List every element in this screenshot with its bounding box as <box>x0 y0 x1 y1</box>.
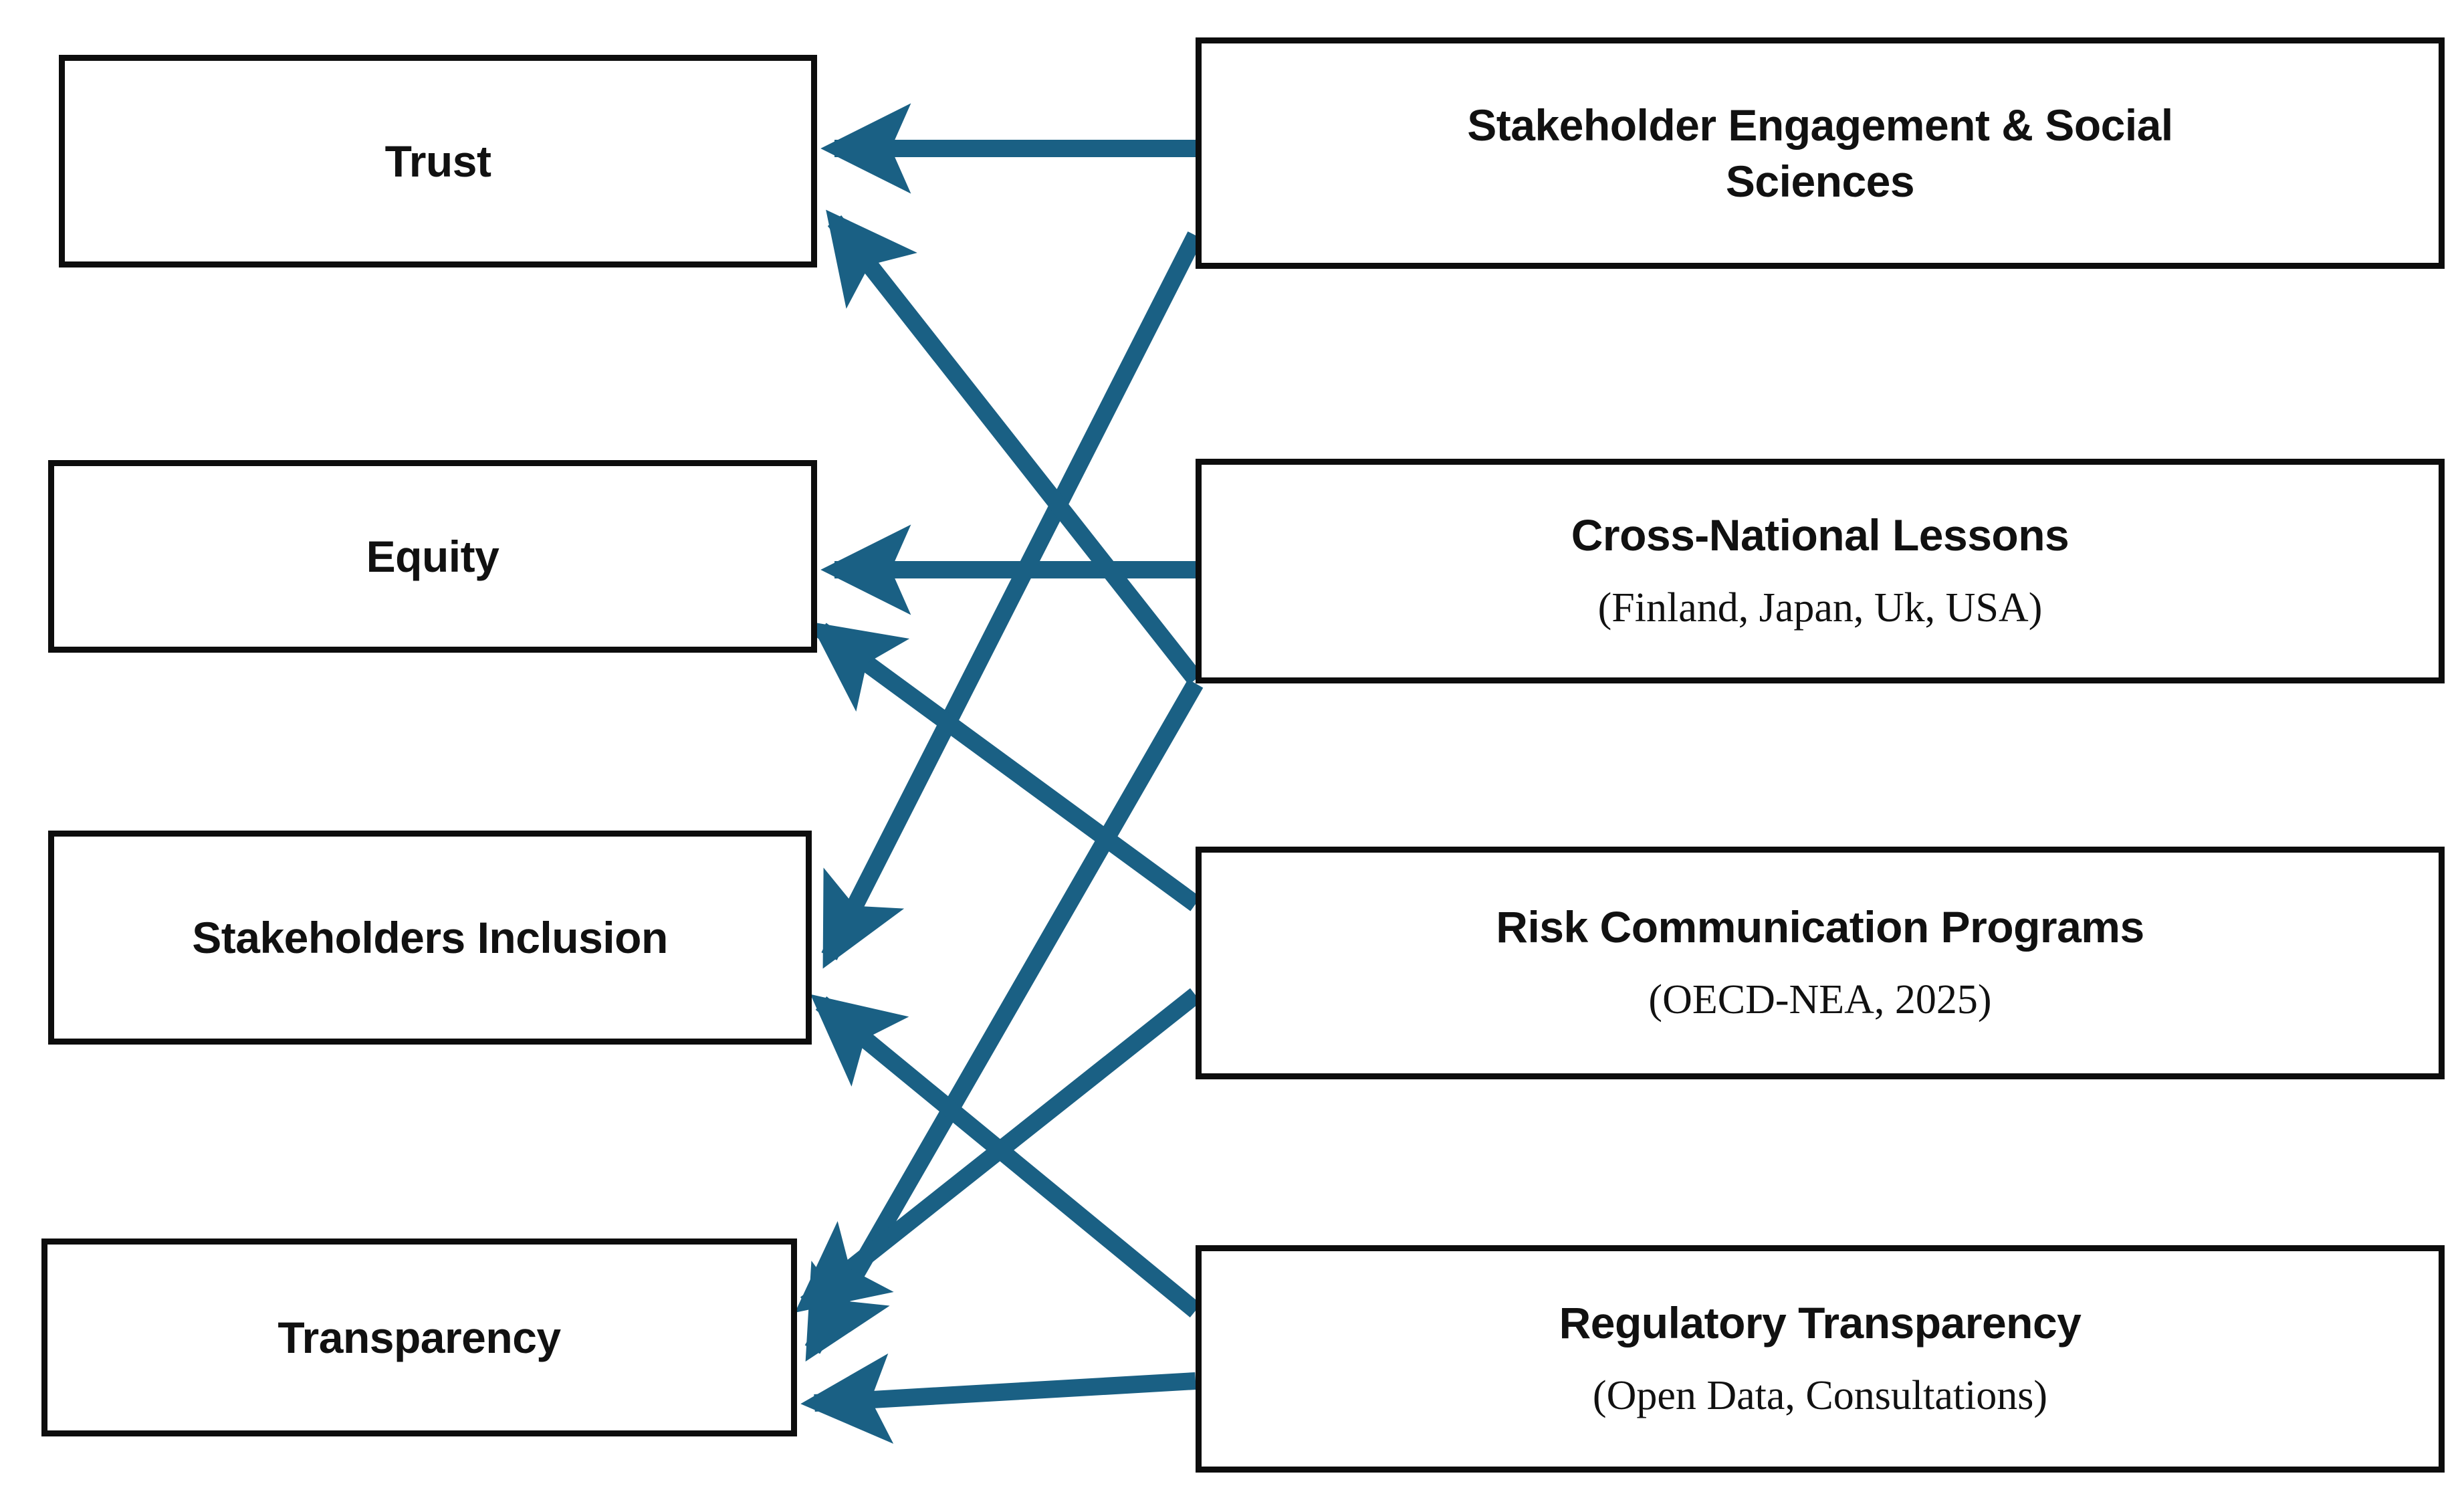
outcome-box-trust[interactable]: Trust <box>59 55 817 267</box>
driver-box-regulatory-transparency[interactable]: Regulatory Transparency (Open Data, Cons… <box>1196 1245 2445 1473</box>
driver-title-risk-communication-programs: Risk Communication Programs <box>1496 902 2144 952</box>
driver-subtitle-risk-communication-programs: (OECD-NEA, 2025) <box>1648 976 1992 1022</box>
driver-title-cross-national-lessons: Cross-National Lessons <box>1571 510 2069 560</box>
outcome-title-trust: Trust <box>384 136 491 186</box>
driver-title-stakeholder-engagement: Stakeholder Engagement & Social Sciences <box>1467 100 2173 206</box>
outcome-box-transparency[interactable]: Transparency <box>41 1238 797 1436</box>
driver-box-cross-national-lessons[interactable]: Cross-National Lessons (Finland, Japan, … <box>1196 459 2445 683</box>
outcome-title-equity: Equity <box>366 531 499 581</box>
driver-title-regulatory-transparency: Regulatory Transparency <box>1559 1298 2082 1348</box>
outcome-box-stakeholders-inclusion[interactable]: Stakeholders Inclusion <box>48 831 812 1045</box>
driver-subtitle-regulatory-transparency: (Open Data, Consultations) <box>1592 1372 2048 1418</box>
arrow-riskcomm-to-equity <box>810 621 1201 911</box>
arrow-regulatory-to-transparency <box>800 1353 1196 1444</box>
arrow-regulatory-to-stakeholders <box>810 994 1202 1318</box>
outcome-box-equity[interactable]: Equity <box>48 460 817 653</box>
outcome-title-transparency: Transparency <box>277 1312 561 1362</box>
driver-box-risk-communication-programs[interactable]: Risk Communication Programs (OECD-NEA, 2… <box>1196 847 2445 1079</box>
driver-subtitle-cross-national-lessons: (Finland, Japan, Uk, USA) <box>1597 584 2043 631</box>
driver-box-stakeholder-engagement[interactable]: Stakeholder Engagement & Social Sciences <box>1196 37 2445 269</box>
outcome-title-stakeholders-inclusion: Stakeholders Inclusion <box>192 912 668 962</box>
arrow-engagement-to-stakeholders <box>821 231 1204 969</box>
arrow-crossnational-to-trust <box>826 209 1203 685</box>
